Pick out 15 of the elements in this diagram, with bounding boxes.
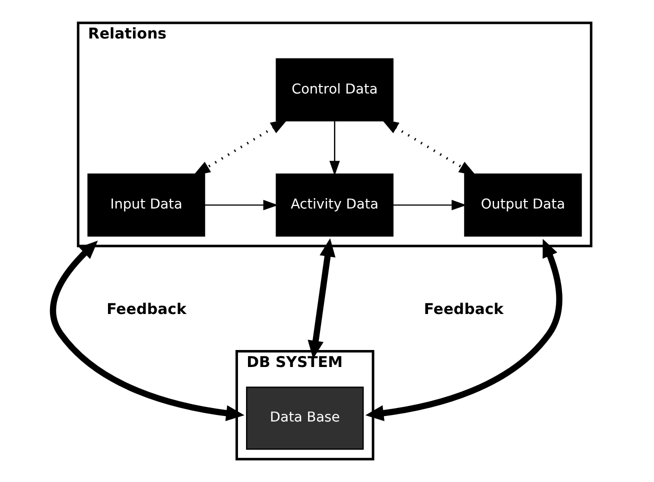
arrow <box>381 119 476 176</box>
arrow <box>204 200 278 210</box>
node-box: Input Data <box>87 173 206 237</box>
arrow <box>365 238 562 422</box>
label: Feedback <box>106 300 186 318</box>
node-box: Data Base <box>246 386 364 450</box>
arrow <box>393 200 467 210</box>
node-box: Output Data <box>464 173 582 237</box>
node-box: Activity Data <box>276 173 394 237</box>
node-box: Control Data <box>276 58 394 122</box>
arrow <box>192 119 288 176</box>
arrow <box>308 238 336 359</box>
arrow <box>50 240 244 422</box>
arrow <box>329 121 340 176</box>
label: Feedback <box>424 300 504 318</box>
